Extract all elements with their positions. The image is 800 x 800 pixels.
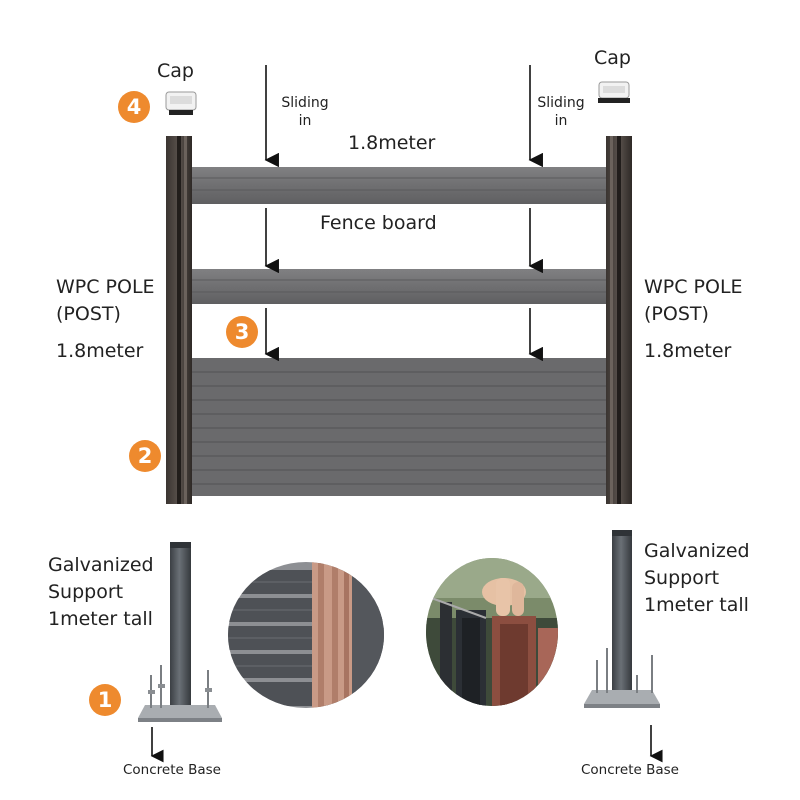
detail-photo-post-insert-image: [426, 558, 558, 706]
cap-left-label: Cap: [157, 60, 194, 82]
galvanized-support-left: [138, 542, 222, 722]
support-left-label-line3: 1meter tall: [48, 608, 153, 630]
fence-board-stack: [192, 358, 606, 496]
cap-left-image: [165, 91, 197, 115]
step-badge-2: 2: [129, 440, 161, 472]
wpc-pole-right: [606, 136, 632, 504]
fence-board-middle: [192, 269, 606, 304]
step-badge-1: 1: [89, 684, 121, 716]
support-right-label-line2: Support: [644, 567, 720, 589]
fence-board-label: Fence board: [320, 212, 437, 234]
wpc-pole-right-label-line1: WPC POLE: [644, 276, 743, 298]
support-right-label-line3: 1meter tall: [644, 594, 749, 616]
step-badge-3: 3: [226, 316, 258, 348]
concrete-base-right-label: Concrete Base: [581, 762, 679, 778]
sliding-in-right-label: Sliding in: [537, 95, 585, 129]
sliding-in-left-label: Sliding in: [281, 95, 329, 129]
detail-photo-board-slot: [228, 562, 384, 708]
concrete-base-arrows: [150, 725, 663, 763]
wpc-pole-right-label-line2: (POST): [644, 303, 709, 325]
fence-board-top: [192, 167, 606, 204]
wpc-pole-left: [166, 136, 192, 504]
cap-right-label: Cap: [594, 47, 631, 69]
detail-photo-post-insert: [426, 558, 558, 706]
step-badge-4: 4: [118, 91, 150, 123]
width-label: 1.8meter: [348, 132, 436, 154]
wpc-pole-left-label-line1: WPC POLE: [56, 276, 155, 298]
cap-right-image: [598, 81, 630, 103]
support-right-label-line1: Galvanized: [644, 540, 750, 562]
support-left-label-line2: Support: [48, 581, 124, 603]
support-left-label-line1: Galvanized: [48, 554, 154, 576]
wpc-pole-left-height-label: 1.8meter: [56, 340, 144, 362]
concrete-base-left-label: Concrete Base: [123, 762, 221, 778]
sliding-arrows: [264, 65, 543, 362]
wpc-pole-left-label-line2: (POST): [56, 303, 121, 325]
detail-photo-board-slot-image: [228, 562, 384, 708]
wpc-pole-right-height-label: 1.8meter: [644, 340, 732, 362]
galvanized-support-right: [584, 530, 660, 708]
